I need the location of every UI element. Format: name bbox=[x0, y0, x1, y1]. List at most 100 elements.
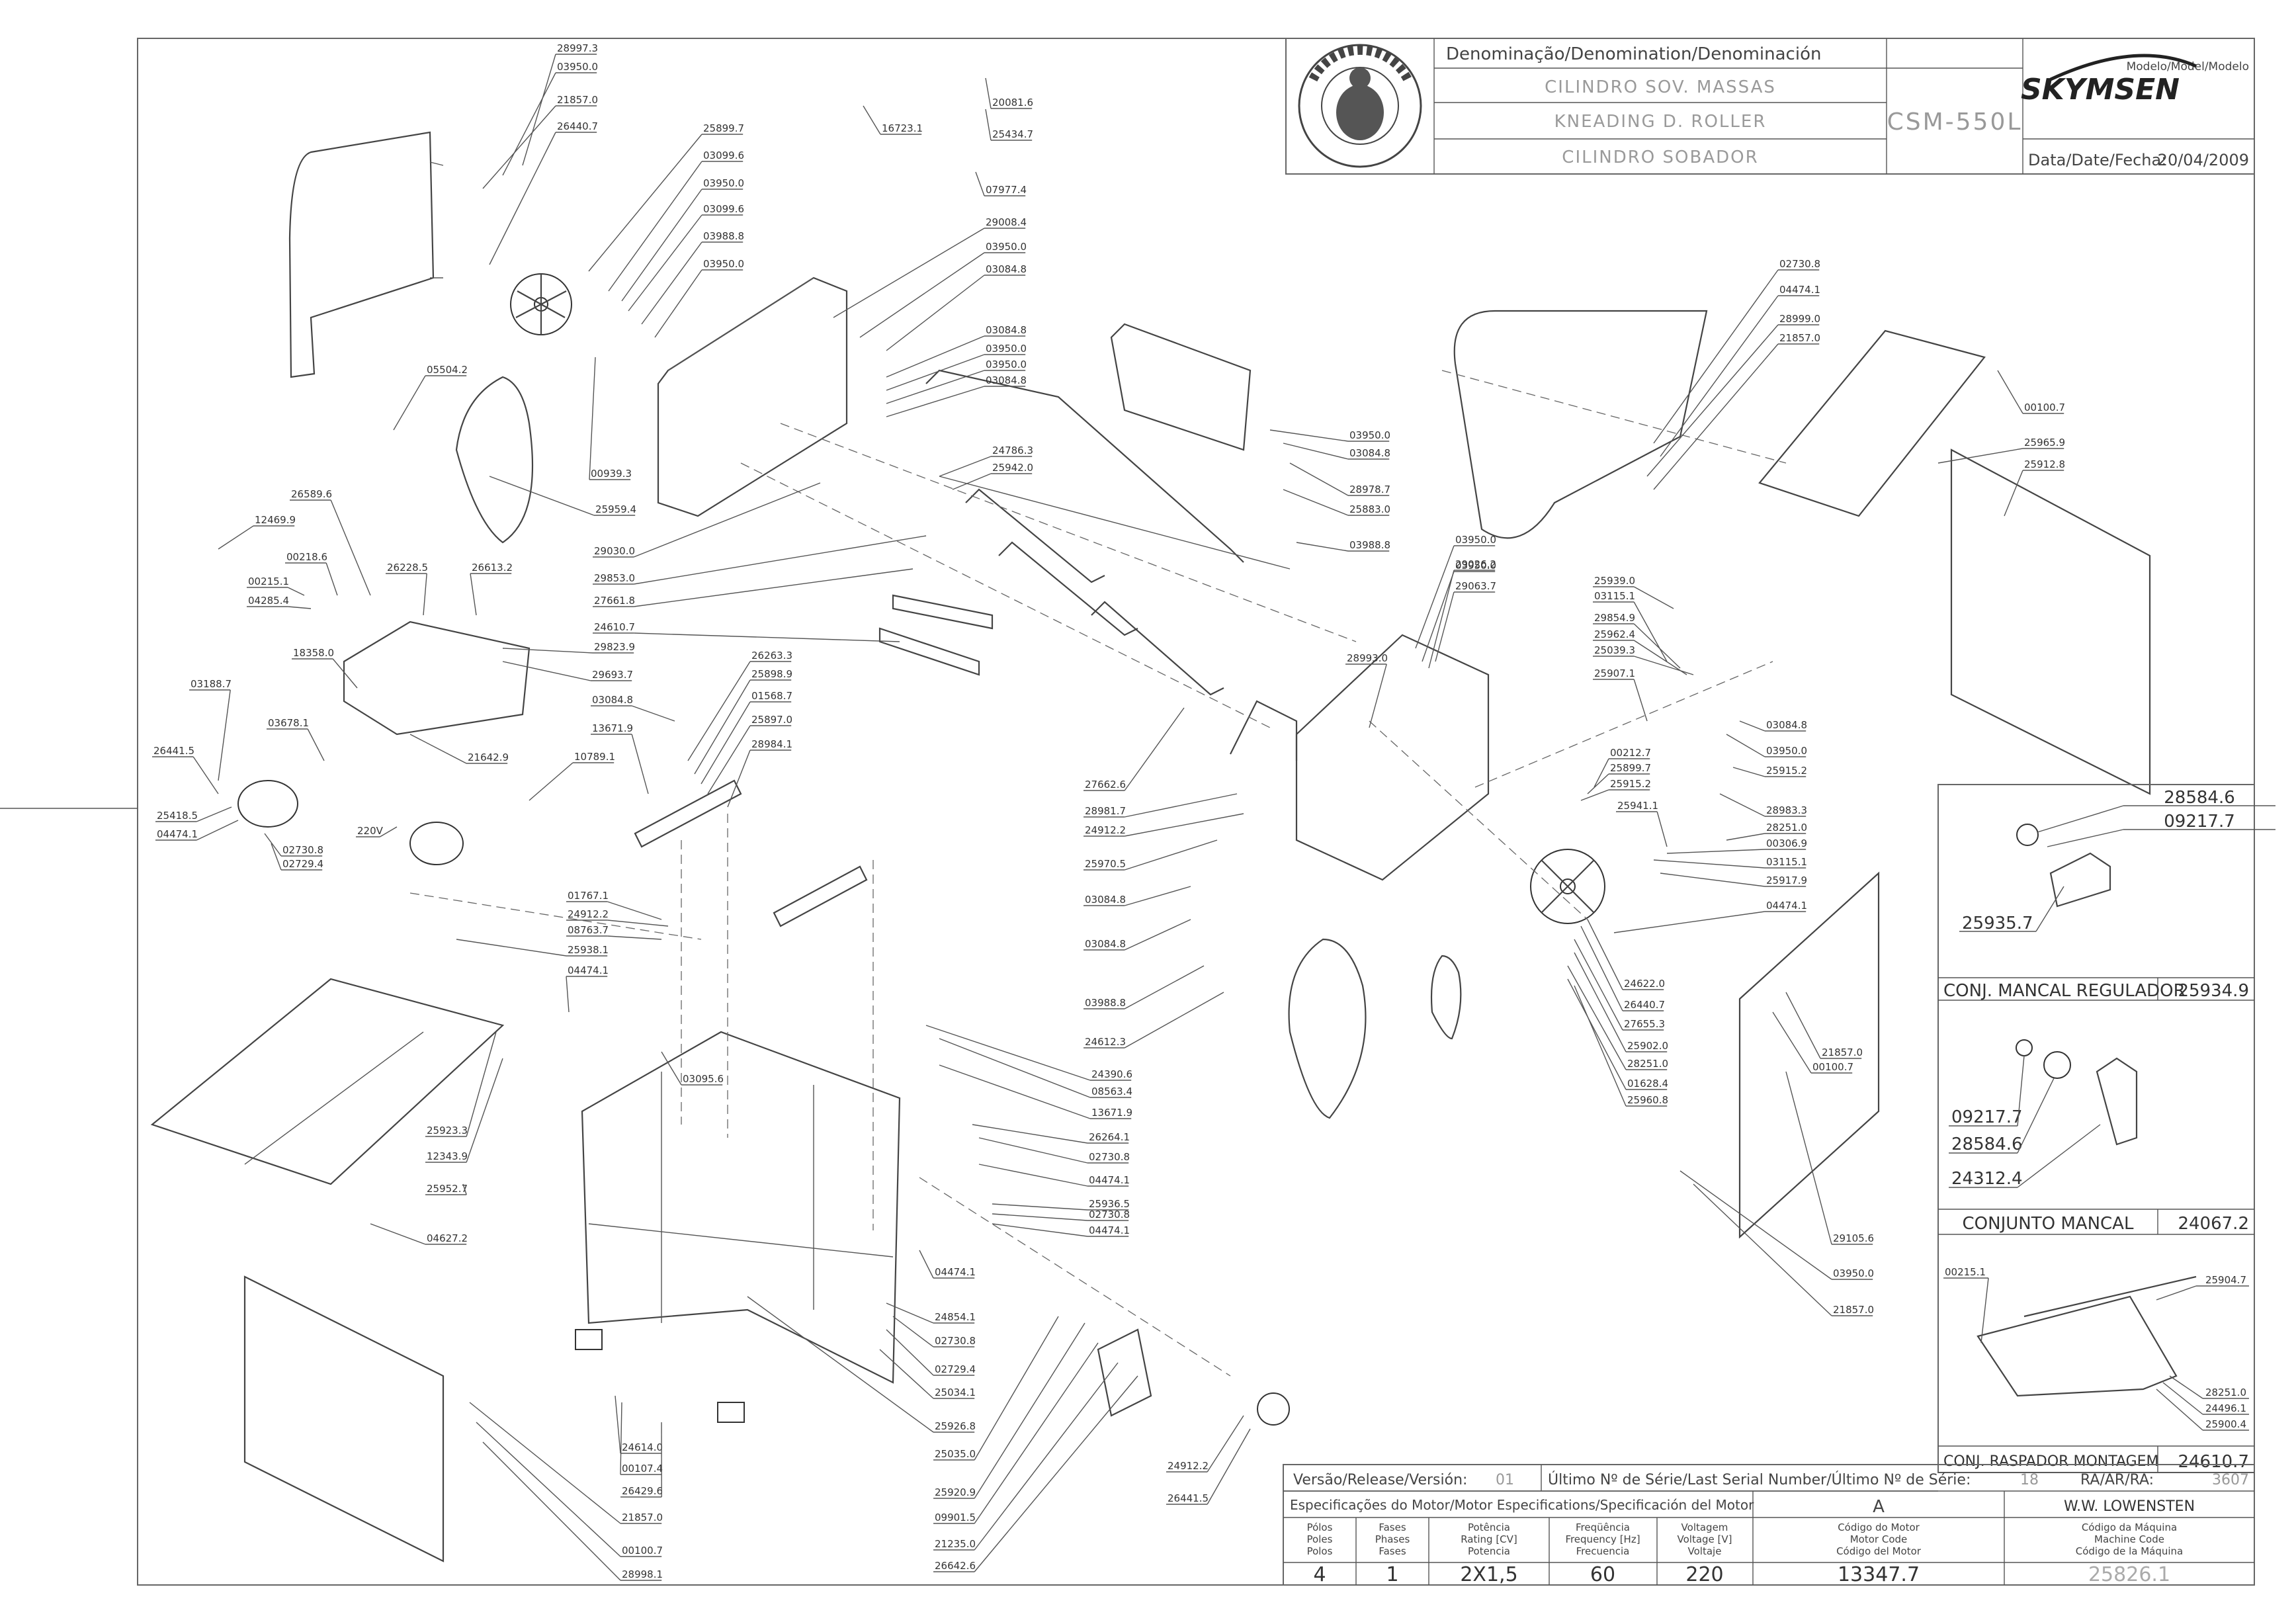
callout-leader bbox=[974, 1362, 1119, 1551]
callout-leader bbox=[992, 1213, 1088, 1221]
part-callout: 25939.0 bbox=[1594, 575, 1635, 587]
part-callout: 03950.0 bbox=[703, 177, 744, 189]
inset-part-label: 00215.1 bbox=[1945, 1266, 1986, 1278]
date-label: Data/Date/Fecha: bbox=[2028, 151, 2166, 169]
inset-code: 25934.9 bbox=[2178, 981, 2249, 1001]
part-callout: 28993.0 bbox=[1347, 652, 1388, 664]
part-callout: 00218.6 bbox=[286, 551, 327, 563]
col-value: 2X1,5 bbox=[1460, 1563, 1517, 1586]
callout-leader bbox=[566, 976, 570, 1013]
part-callout: 25897.0 bbox=[751, 714, 792, 726]
callout-leader bbox=[502, 661, 591, 681]
part-callout: 28983.3 bbox=[1766, 804, 1807, 816]
inset-part-label: 09217.7 bbox=[1951, 1107, 2023, 1127]
part-callout: 29030.0 bbox=[594, 545, 635, 557]
callout-leader bbox=[863, 105, 881, 135]
callout-leader bbox=[974, 1316, 1059, 1461]
callout-leader bbox=[1785, 1071, 1832, 1245]
part-callout: 03678.1 bbox=[268, 717, 309, 729]
inset-title: CONJ. MANCAL REGULADOR bbox=[1943, 981, 2186, 1001]
callout-leader bbox=[1937, 448, 2023, 464]
col-label: Phases bbox=[1375, 1533, 1410, 1545]
part-callout: 25034.1 bbox=[935, 1387, 976, 1398]
part-callout: 16723.1 bbox=[882, 122, 923, 134]
part-callout: 26613.2 bbox=[472, 562, 513, 574]
part-callout: 28984.1 bbox=[751, 738, 792, 750]
part-callout: 25970.5 bbox=[1085, 858, 1126, 870]
callout-leader bbox=[1726, 734, 1765, 757]
callout-leader bbox=[588, 134, 702, 272]
part-callout: 00100.7 bbox=[2024, 402, 2065, 413]
callout-leader bbox=[1415, 545, 1455, 649]
ra-label: RA/AR/RA: bbox=[2080, 1472, 2154, 1488]
callout-leader bbox=[607, 901, 662, 920]
release-value: 01 bbox=[1496, 1472, 1514, 1488]
callout-leader bbox=[701, 701, 751, 785]
callout-leader bbox=[466, 1031, 497, 1137]
callout-leader bbox=[939, 456, 992, 477]
col-value: 60 bbox=[1590, 1563, 1615, 1586]
name-es: CILINDRO SOBADOR bbox=[1562, 148, 1758, 167]
part-callout: 25923.3 bbox=[427, 1125, 468, 1136]
callout-leader bbox=[886, 335, 985, 378]
callout-leader bbox=[287, 587, 305, 596]
callout-leader bbox=[1428, 570, 1455, 669]
inset-part-label: 28251.0 bbox=[2205, 1387, 2246, 1398]
part-callout: 25912.8 bbox=[2024, 458, 2065, 470]
callout-leader bbox=[1587, 773, 1609, 794]
callout-leader bbox=[633, 482, 821, 558]
spec-table bbox=[1283, 1464, 2255, 1586]
part-callout: 28251.0 bbox=[1766, 822, 1807, 833]
col-label: Voltage [V] bbox=[1678, 1533, 1732, 1545]
part-callout: 04474.1 bbox=[1779, 284, 1820, 296]
callout-leader bbox=[1580, 789, 1609, 801]
part-callout: 02729.4 bbox=[935, 1363, 976, 1375]
callout-leader bbox=[529, 762, 574, 801]
sheet-border bbox=[137, 38, 2255, 1586]
part-callout: 25941.1 bbox=[1617, 800, 1658, 812]
callout-leader bbox=[482, 1441, 621, 1581]
part-callout: 25952.7 bbox=[427, 1183, 468, 1195]
part-callout: 27662.6 bbox=[1085, 779, 1126, 791]
inset-part-label: 25904.7 bbox=[2205, 1274, 2246, 1286]
part-callout: 13671.9 bbox=[592, 722, 633, 734]
col-label: Poles bbox=[1307, 1533, 1333, 1545]
callout-leader bbox=[972, 1124, 1088, 1144]
part-callout: 03988.8 bbox=[703, 230, 744, 242]
col-value: 13347.7 bbox=[1838, 1563, 1920, 1586]
col-value: 220 bbox=[1685, 1563, 1723, 1586]
col-label: Pólos bbox=[1307, 1521, 1333, 1533]
part-callout: 18358.0 bbox=[293, 647, 334, 659]
callout-leader bbox=[1726, 833, 1765, 841]
part-callout: 24622.0 bbox=[1624, 978, 1665, 990]
revision-letter: A bbox=[1873, 1497, 1885, 1517]
part-callout: 02730.8 bbox=[935, 1335, 976, 1347]
part-callout: 03084.8 bbox=[1766, 719, 1807, 731]
part-callout: 24786.3 bbox=[992, 445, 1033, 456]
part-callout: 03084.8 bbox=[592, 694, 633, 706]
part-callout: 03084.8 bbox=[1085, 938, 1126, 950]
callout-leader bbox=[919, 1250, 934, 1279]
callout-leader bbox=[1732, 767, 1765, 777]
serial-value: 18 bbox=[2020, 1472, 2039, 1488]
part-callout: 01767.1 bbox=[568, 890, 609, 902]
callout-leader bbox=[1283, 489, 1349, 516]
part-callout: 24614.0 bbox=[622, 1441, 663, 1453]
callout-leader bbox=[661, 1051, 682, 1086]
callout-leader bbox=[615, 1395, 621, 1454]
callout-leader bbox=[974, 1342, 1099, 1524]
part-callout: 29026.2 bbox=[1455, 558, 1496, 570]
callout-leader bbox=[380, 826, 398, 837]
part-callout: 25418.5 bbox=[157, 810, 198, 822]
motor-col-phases: Fases Phases Fases 1 bbox=[1375, 1521, 1410, 1586]
col-label: Fases bbox=[1379, 1521, 1406, 1533]
col-label: Potencia bbox=[1468, 1545, 1510, 1557]
part-callout: 02729.4 bbox=[282, 858, 323, 870]
callout-leader bbox=[952, 473, 992, 490]
callout-leader bbox=[1653, 269, 1779, 444]
part-callout: 21857.0 bbox=[1833, 1304, 1874, 1316]
part-callout: 25942.0 bbox=[992, 462, 1033, 474]
part-callout: 25938.1 bbox=[568, 944, 609, 956]
part-callout: 25959.4 bbox=[595, 503, 636, 515]
